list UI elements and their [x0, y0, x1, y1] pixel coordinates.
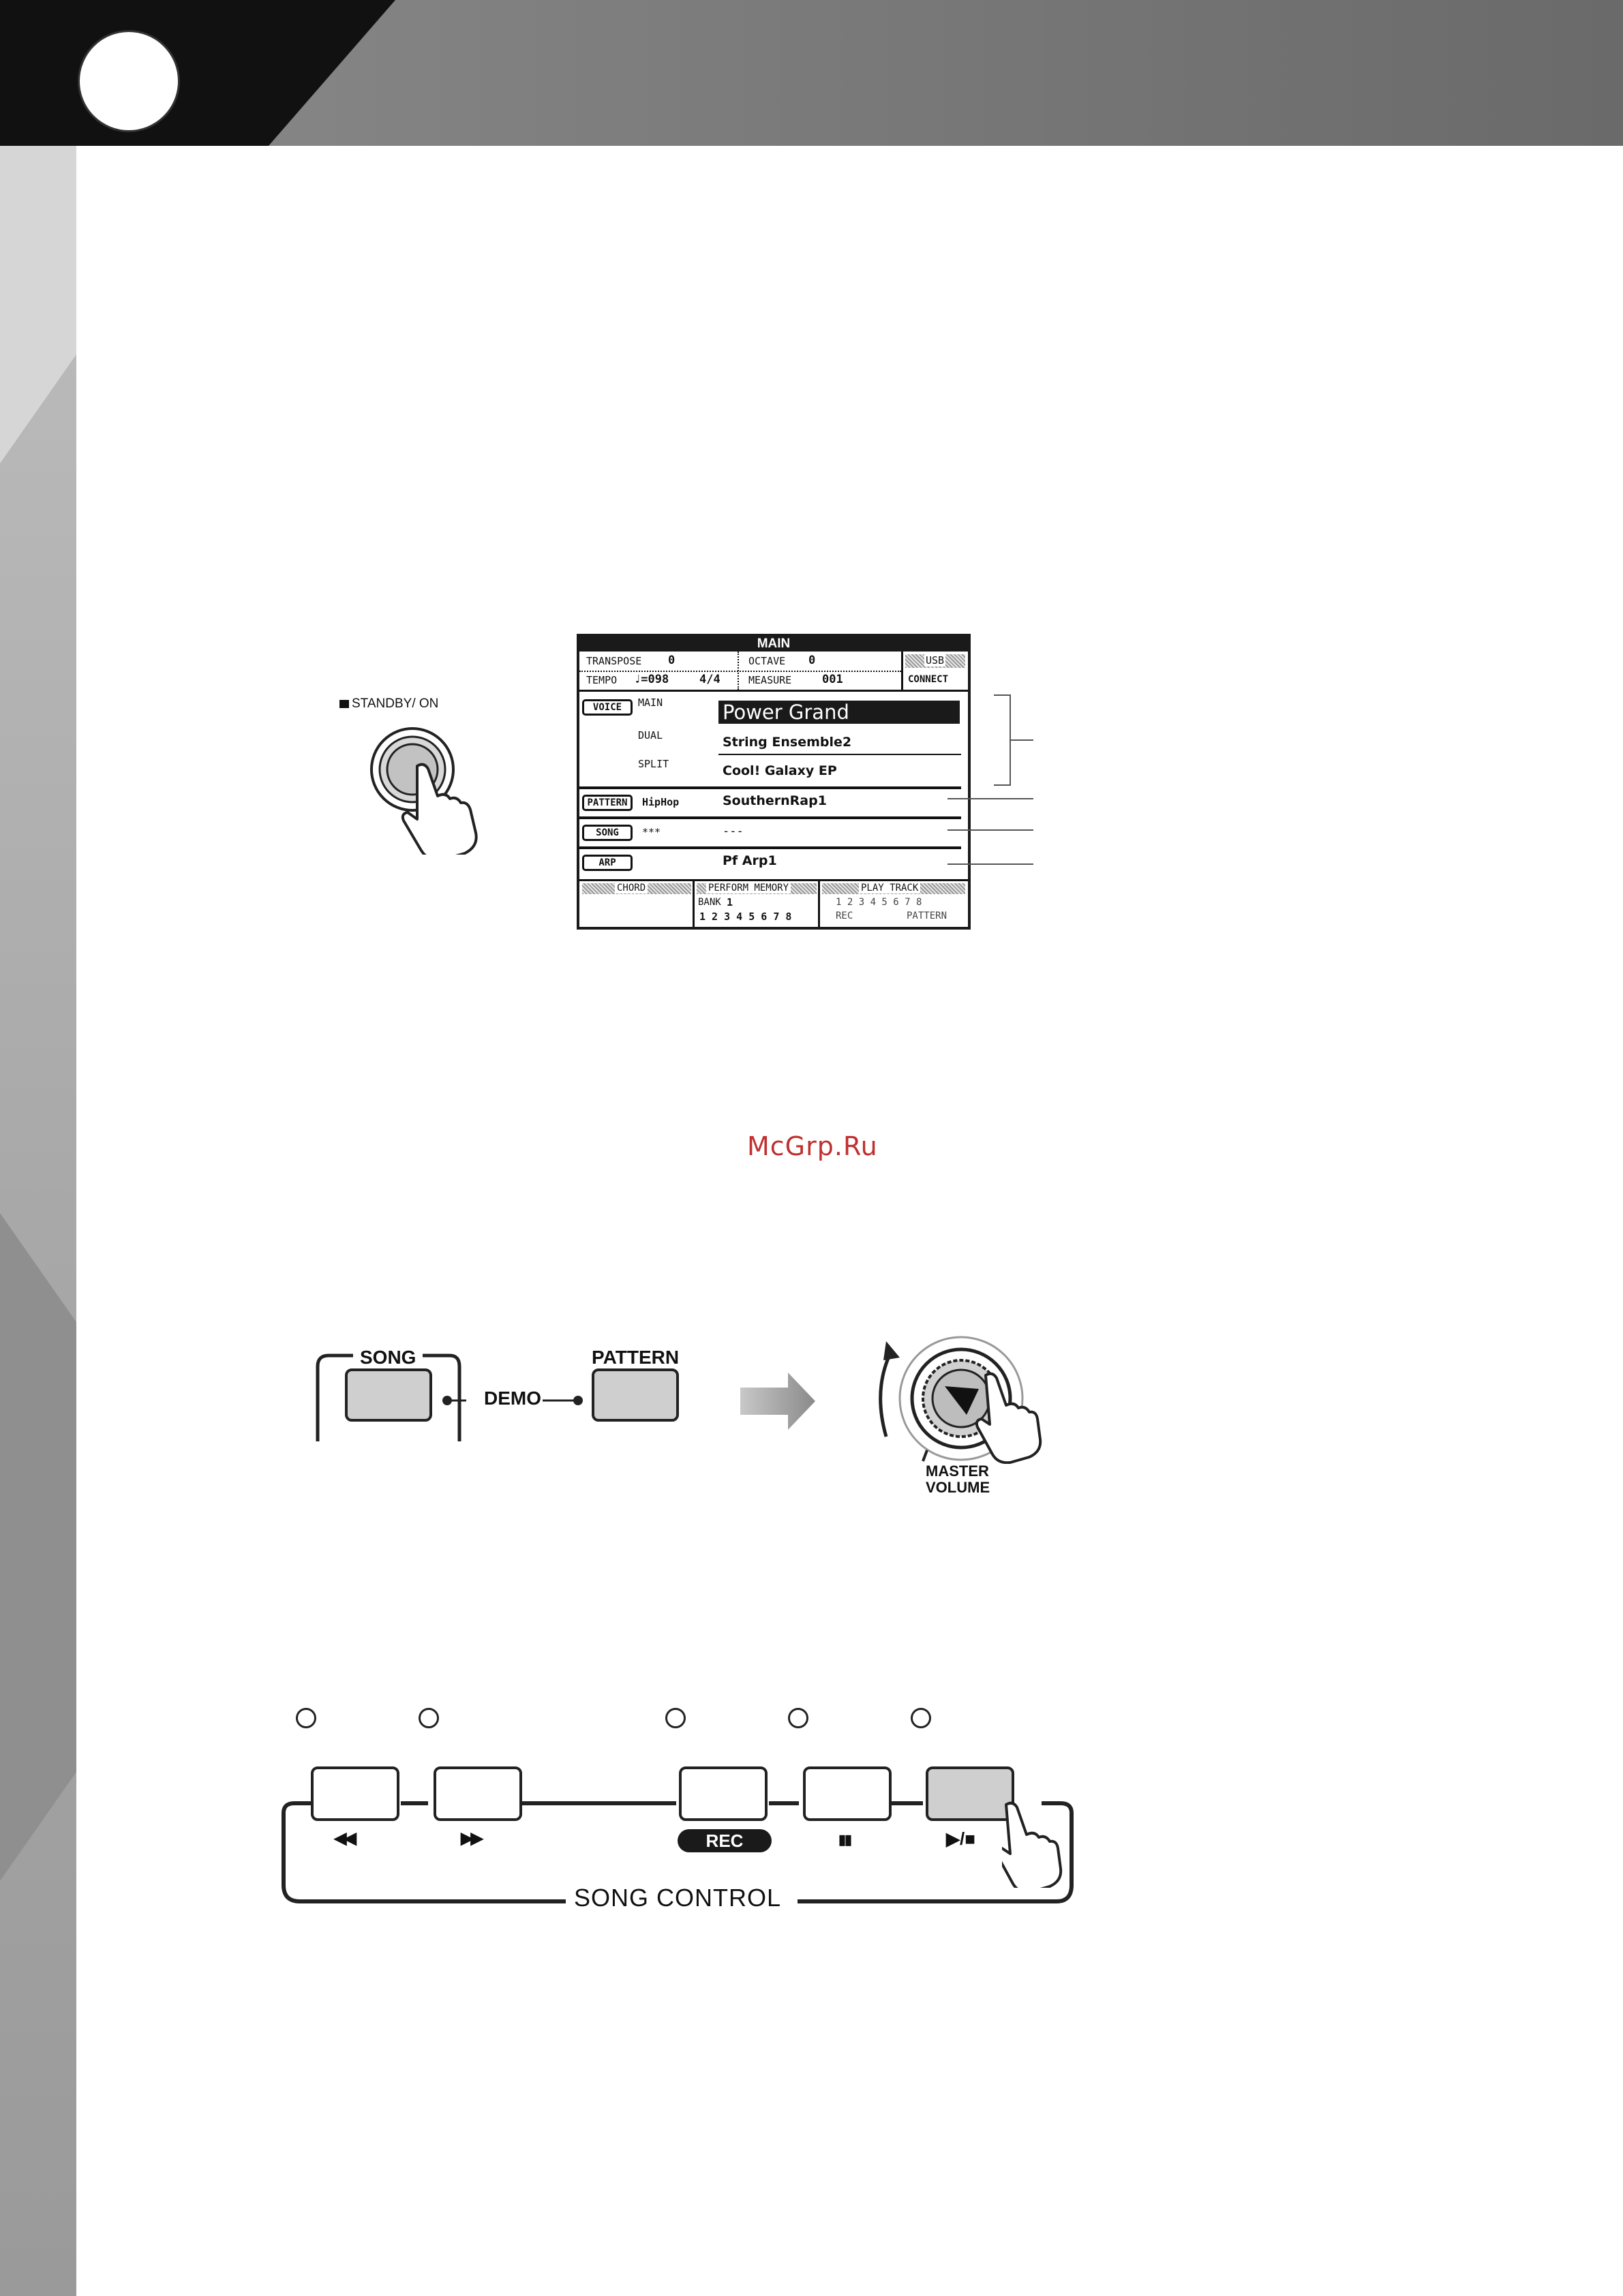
octave-label: OCTAVE — [748, 655, 786, 667]
pause-button[interactable] — [803, 1766, 892, 1821]
play-stop-button[interactable] — [926, 1766, 1014, 1821]
rec-label: REC — [706, 1831, 744, 1851]
play-stop-symbol: ▶/■ — [946, 1828, 975, 1849]
master-volume-label-1: MASTER — [926, 1463, 989, 1480]
rec-button[interactable] — [679, 1766, 768, 1821]
measure-label: MEASURE — [748, 674, 792, 686]
badge-circle-icon — [78, 30, 180, 132]
connect-label: CONNECT — [908, 674, 949, 685]
watermark[interactable]: McGrp.Ru — [747, 1131, 878, 1161]
pause-led — [788, 1708, 808, 1728]
bank-label: BANK — [698, 897, 721, 908]
arp-name: Pf Arp1 — [723, 853, 777, 868]
standby-on-label: STANDBY/ ON — [352, 697, 439, 711]
pattern-name: SouthernRap1 — [723, 793, 827, 808]
forward-symbol: ▶▶ — [461, 1829, 483, 1848]
track-rec-label: REC — [836, 910, 853, 921]
main-label: MAIN — [638, 697, 663, 709]
power-switch-label: STANDBY/ ON — [339, 697, 438, 711]
rec-label-pill: REC — [678, 1829, 772, 1852]
track-pattern-label: PATTERN — [907, 910, 947, 921]
rewind-led — [296, 1708, 316, 1728]
split-voice-name: Cool! Galaxy EP — [723, 763, 837, 778]
memory-numbers: 1 2 3 4 5 6 7 8 — [699, 910, 792, 923]
bank-value: 1 — [727, 896, 733, 908]
tempo-value: ♩=098 — [634, 673, 669, 686]
usb-label: USB — [924, 654, 946, 667]
side-band — [0, 146, 76, 2296]
transpose-value: 0 — [668, 654, 676, 667]
lcd-display: MAIN TRANSPOSE 0 OCTAVE 0 TEMPO ♩=098 4/… — [577, 634, 971, 930]
tempo-label: TEMPO — [586, 674, 618, 686]
main-voice-name: Power Grand — [723, 701, 849, 724]
arp-tag: ARP — [582, 855, 633, 871]
master-volume-label-2: VOLUME — [926, 1479, 990, 1496]
track-numbers: 1 2 3 4 5 6 7 8 — [836, 897, 922, 908]
perform-memory-label: PERFORM MEMORY — [706, 883, 791, 893]
demo-label: DEMO — [484, 1388, 541, 1409]
pattern-button[interactable] — [592, 1368, 679, 1422]
transpose-label: TRANSPOSE — [586, 655, 642, 667]
dual-label: DUAL — [638, 729, 663, 741]
pointing-hand-icon — [1002, 1801, 1063, 1888]
song-button[interactable] — [345, 1368, 432, 1422]
play-stop-led — [911, 1708, 931, 1728]
rewind-symbol: ◀◀ — [334, 1829, 357, 1848]
dual-voice-name: String Ensemble2 — [723, 735, 852, 750]
pause-symbol: ▮▮ — [838, 1833, 852, 1848]
lcd-callouts — [947, 694, 1033, 865]
pattern-category: HipHop — [642, 796, 680, 808]
rec-led — [665, 1708, 686, 1728]
forward-led — [419, 1708, 439, 1728]
song-control-frame — [282, 1801, 1074, 1903]
measure-value: 001 — [822, 673, 843, 686]
song-tag: SONG — [582, 825, 633, 841]
pattern-section-label: PATTERN — [592, 1347, 680, 1368]
voice-tag: VOICE — [582, 699, 633, 716]
lcd-title-bar: MAIN — [579, 637, 968, 652]
octave-value: 0 — [808, 654, 816, 667]
right-arrow-icon — [740, 1373, 815, 1430]
rewind-button[interactable] — [311, 1766, 399, 1821]
song-number: *** — [642, 826, 661, 838]
lcd-title: MAIN — [757, 637, 791, 651]
lcd-status-area — [579, 652, 968, 692]
song-control-title: SONG CONTROL — [574, 1884, 782, 1912]
song-name: --- — [723, 825, 744, 838]
master-volume-dial-icon[interactable] — [866, 1334, 1050, 1464]
play-track-label: PLAY TRACK — [859, 883, 921, 893]
power-button-icon[interactable] — [368, 725, 484, 855]
song-section-label: SONG — [360, 1347, 416, 1368]
demo-panel-frame — [316, 1353, 583, 1441]
chord-label: CHORD — [615, 883, 648, 893]
pattern-tag: PATTERN — [582, 795, 633, 811]
split-label: SPLIT — [638, 758, 669, 770]
forward-button[interactable] — [434, 1766, 522, 1821]
time-signature: 4/4 — [699, 673, 721, 686]
